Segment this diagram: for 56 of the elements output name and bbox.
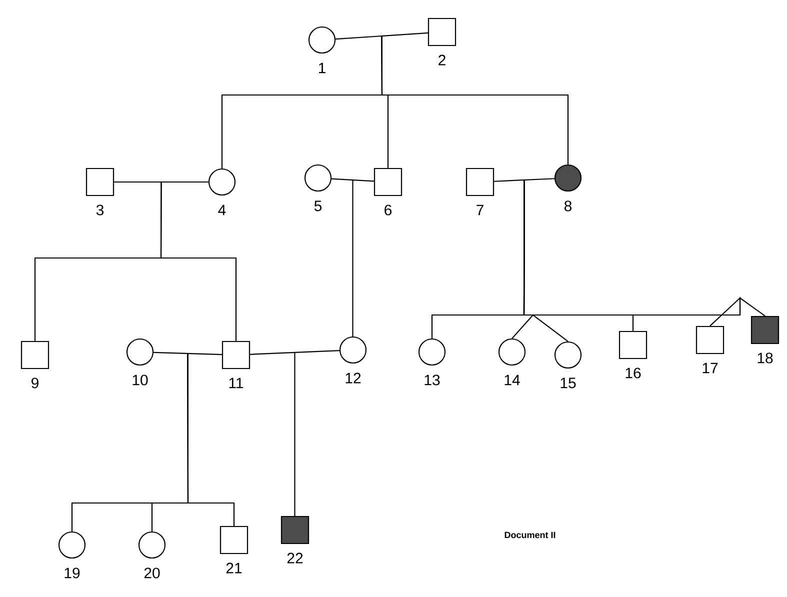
pedigree-circle	[126, 338, 154, 366]
individual-number: 19	[64, 568, 80, 578]
individual-number: 3	[96, 204, 104, 216]
individual-number: 18	[758, 352, 773, 364]
descent-line	[352, 180, 354, 337]
pedigree-square	[374, 168, 402, 196]
pedigree-circle	[498, 338, 526, 366]
marriage-line	[114, 181, 208, 183]
marriage-line	[332, 178, 374, 182]
individual-number: 4	[218, 204, 226, 216]
individual-number: 22	[287, 552, 303, 564]
pedigree-circle	[418, 338, 446, 366]
pedigree-square	[280, 516, 310, 544]
pedigree-circle	[138, 531, 166, 559]
individual-number: 5	[314, 200, 322, 212]
individual-number: 15	[560, 378, 576, 388]
pedigree-circle	[339, 336, 367, 364]
document-label: Document II	[504, 532, 556, 538]
pedigree-circle	[208, 168, 236, 196]
individual-number: 9	[32, 378, 38, 388]
descent-line	[381, 36, 569, 164]
marriage-line	[494, 178, 554, 182]
pedigree-square	[696, 326, 724, 354]
marriage-line	[335, 32, 428, 40]
pedigree-square	[86, 168, 114, 196]
pedigree-circle	[554, 164, 582, 192]
pedigree-square	[428, 18, 456, 46]
pedigree-square	[466, 168, 494, 196]
pedigree-circle	[58, 531, 86, 559]
individual-number: 6	[384, 204, 392, 216]
individual-number: 14	[504, 374, 520, 386]
marriage-line	[250, 350, 340, 355]
descent-line	[187, 354, 235, 526]
pedigree-square	[20, 340, 50, 370]
individual-number: 16	[626, 368, 641, 378]
individual-number: 7	[476, 204, 484, 216]
pedigree-circle	[308, 26, 336, 54]
individual-number: 1	[318, 62, 326, 74]
individual-number: 8	[564, 200, 572, 212]
pedigree-square	[220, 526, 248, 554]
marriage-line	[154, 352, 222, 356]
descent-line	[294, 352, 296, 516]
individual-number: 2	[438, 54, 446, 66]
individual-number: 10	[132, 374, 148, 386]
individual-number: 21	[226, 562, 242, 574]
individual-number: 12	[346, 372, 361, 384]
pedigree-circle	[554, 341, 582, 369]
descent-line	[160, 182, 237, 341]
pedigree-square	[222, 340, 250, 370]
individual-number: 11	[229, 378, 244, 388]
individual-number: 20	[144, 568, 160, 578]
pedigree-square	[618, 330, 648, 360]
pedigree-circle	[304, 164, 332, 192]
individual-number: 13	[424, 374, 440, 386]
individual-number: 17	[702, 362, 718, 374]
pedigree-square	[750, 316, 780, 344]
